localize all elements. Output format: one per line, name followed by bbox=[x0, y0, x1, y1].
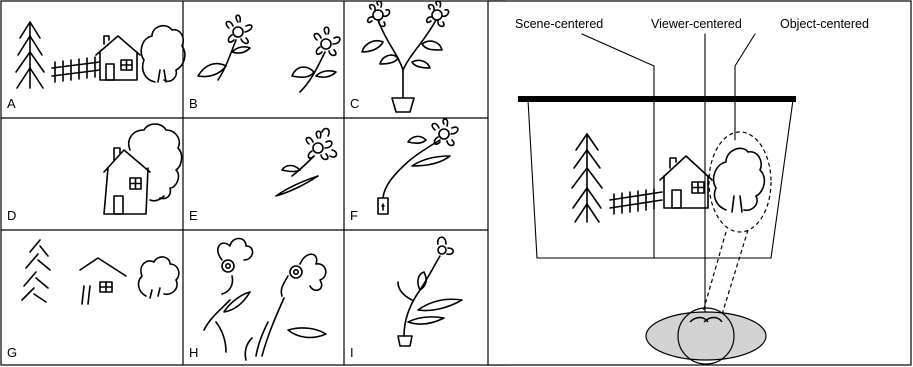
reference-frames-diagram: Scene-centered Viewer-centered Object-ce… bbox=[488, 1, 911, 365]
cell-label-g: G bbox=[7, 345, 17, 360]
cell-label-a: A bbox=[7, 96, 16, 111]
cell-label-d: D bbox=[7, 208, 16, 223]
cell-label-h: H bbox=[189, 345, 198, 360]
frame-label-viewer-centered: Viewer-centered bbox=[651, 17, 742, 31]
frame-label-object-centered: Object-centered bbox=[780, 17, 869, 31]
cell-label-f: F bbox=[350, 208, 358, 223]
cell-label-c: C bbox=[350, 96, 359, 111]
cell-label-i: I bbox=[350, 345, 354, 360]
cell-label-e: E bbox=[189, 208, 198, 223]
frame-label-scene-centered: Scene-centered bbox=[515, 17, 603, 31]
cell-label-b: B bbox=[189, 96, 198, 111]
